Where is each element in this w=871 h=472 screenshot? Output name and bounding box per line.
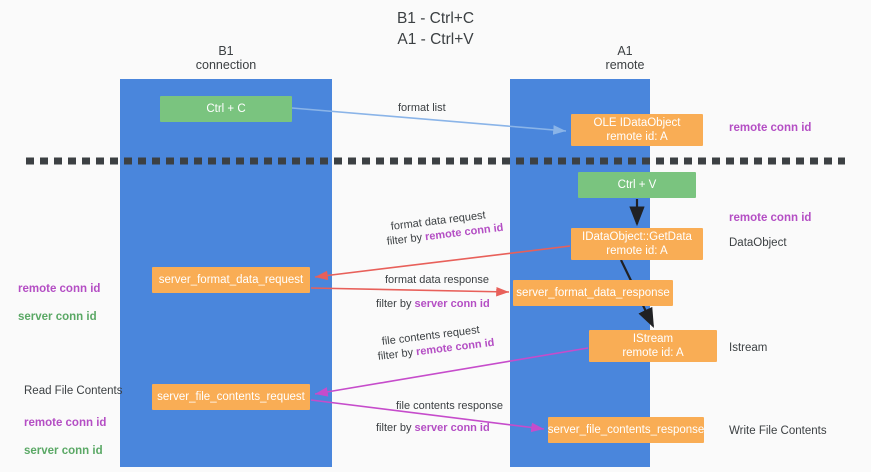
filter-prefix: filter by <box>376 298 415 310</box>
side-label-remote-conn-id-left-2: remote conn id <box>24 417 107 429</box>
edge-label-file-contents-response-filter: filter by server conn id <box>376 421 490 435</box>
node-server-file-contents-response[interactable]: server_file_contents_response <box>548 417 704 443</box>
node-server-format-data-request[interactable]: server_format_data_request <box>152 267 310 293</box>
side-label-conn-ids-bottom: remote conn id server conn id <box>24 402 124 472</box>
side-label-dataobject: DataObject <box>729 237 787 249</box>
arrow-format-data-response <box>310 286 510 297</box>
edge-label-format-list: format list <box>398 102 446 114</box>
side-label-server-conn-id-left-2: server conn id <box>24 445 103 457</box>
node-server-format-data-response[interactable]: server_format_data_response <box>513 280 673 306</box>
node-ctrl-c[interactable]: Ctrl + C <box>160 96 292 122</box>
side-label-remote-conn-id-left-1: remote conn id <box>18 283 101 295</box>
filter-key: server conn id <box>414 422 490 434</box>
side-label-remote-conn-id-mid: remote conn id <box>729 212 812 224</box>
arrow-format-data-request <box>314 245 571 281</box>
node-ole-idataobject[interactable]: OLE IDataObject remote id: A <box>571 114 703 146</box>
edge-label-file-contents-response: file contents response <box>396 400 504 412</box>
edge-label-format-data-response-filter: filter by server conn id <box>376 297 490 311</box>
node-server-file-contents-request[interactable]: server_file_contents_request <box>152 384 310 410</box>
column-header-a1: A1 remote <box>605 44 645 72</box>
arrow-format-list <box>291 107 567 135</box>
side-label-read-file-contents: Read File Contents <box>24 385 123 397</box>
arrow-file-contents-response <box>310 399 545 433</box>
node-istream[interactable]: IStream remote id: A <box>589 330 717 362</box>
edge-label-format-data-response: format data response <box>385 274 489 286</box>
side-label-write-file-contents: Write File Contents <box>729 425 827 437</box>
filter-key: server conn id <box>414 298 490 310</box>
side-label-istream: Istream <box>729 342 768 354</box>
node-idataobject-getdata[interactable]: IDataObject::GetData remote id: A <box>571 228 703 260</box>
side-label-remote-conn-id-top: remote conn id <box>729 122 812 134</box>
side-label-server-conn-id-left-1: server conn id <box>18 311 97 323</box>
node-ctrl-v[interactable]: Ctrl + V <box>578 172 696 198</box>
column-header-b1: B1 connection <box>195 44 257 72</box>
filter-prefix: filter by <box>376 422 415 434</box>
diagram-title: B1 - Ctrl+C A1 - Ctrl+V <box>396 10 475 48</box>
arrow-file-contents-request <box>314 347 589 397</box>
side-label-conn-ids-top: remote conn id server conn id <box>18 268 118 338</box>
